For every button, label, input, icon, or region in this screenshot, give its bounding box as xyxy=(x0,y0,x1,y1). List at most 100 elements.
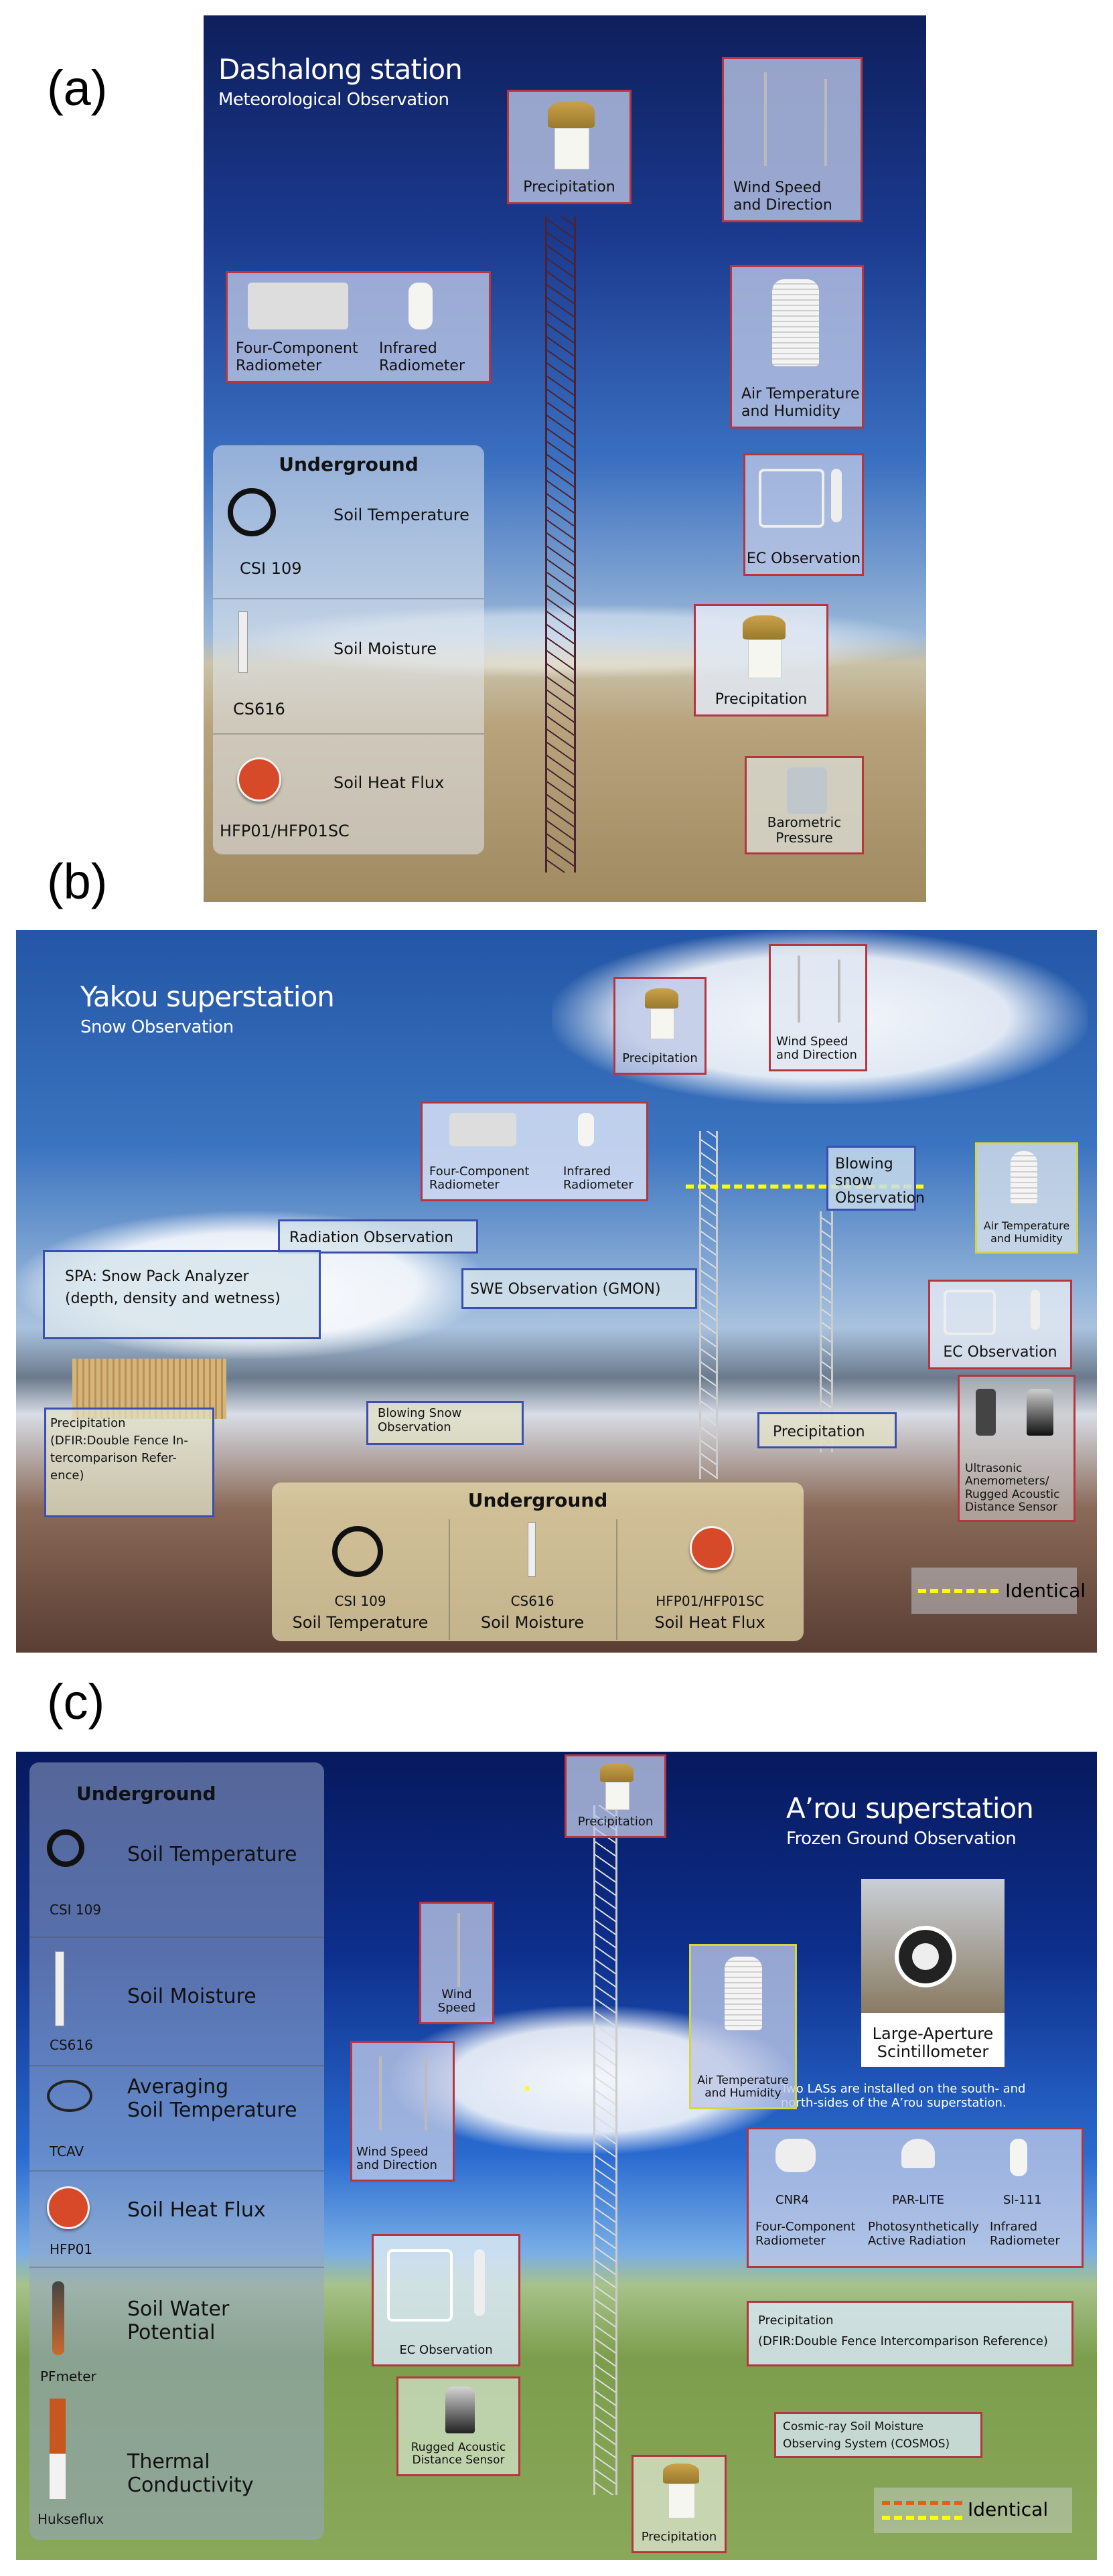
callout-label: SPA: Snow Pack Analyzer (depth, density … xyxy=(65,1268,281,1308)
label-line-3: tercomparison Refer- xyxy=(50,1451,177,1466)
item-model: HFP01/HFP01SC xyxy=(220,822,350,840)
note-line-2: north-sides of the A’rou superstation. xyxy=(781,2096,1007,2110)
panel-arou-superstation: A’rou superstation Frozen Ground Observa… xyxy=(16,1752,1097,2560)
label-line-2: Distance Sensor xyxy=(412,2453,505,2468)
sonic-anemometer-icon xyxy=(759,469,824,528)
callout-precipitation-right: Precipitation xyxy=(757,1412,897,1448)
item-label: Soil Heat Flux xyxy=(333,773,445,792)
callout-label: Precipitation xyxy=(715,690,808,708)
callout-radiometers: Four-Component Radiometer Infrared Radio… xyxy=(226,271,491,383)
label-line-1: Four-Component xyxy=(429,1164,530,1179)
label-line-2: and Direction xyxy=(733,196,832,214)
label-line-1: Cosmic-ray Soil Moisture xyxy=(783,2420,923,2433)
label-line-1: Air Temperature xyxy=(741,386,860,403)
cnr4-icon xyxy=(775,2139,816,2172)
item-model: CS616 xyxy=(50,2037,93,2053)
title-text: Yakou superstation xyxy=(80,980,335,1013)
underground-item: Soil Moisture CS616 xyxy=(213,599,484,735)
label-line-4: ence) xyxy=(50,1468,84,1483)
label-line-1: Air Temperature xyxy=(697,2073,789,2087)
callout-label: Precipitation xyxy=(641,2530,717,2545)
label-line-2: Observing System (COSMOS) xyxy=(783,2437,950,2451)
item-model: CSI 109 xyxy=(240,559,302,578)
item-model: CSI 109 xyxy=(334,1593,386,1609)
label-line-2: (DFIR:Double Fence In- xyxy=(50,1434,188,1448)
callout-label: Precipitation xyxy=(523,178,615,196)
scintillometer-icon xyxy=(895,1926,956,1987)
callout-label: EC Observation xyxy=(943,1343,1057,1361)
rain-gauge-icon xyxy=(743,615,786,639)
underground-item: HFP01/HFP01SC Soil Heat Flux xyxy=(616,1519,804,1640)
underground-panel: Underground Soil Temperature CSI 109 Soi… xyxy=(29,1762,324,2540)
underground-item: Soil Temperature CSI 109 xyxy=(213,485,484,599)
callout-precipitation-top: Precipitation xyxy=(507,90,632,204)
label-line-2: (depth, density and wetness) xyxy=(65,1290,281,1308)
item-label: Soil Temperature xyxy=(333,506,469,524)
radiometer-label: Four-Component Radiometer xyxy=(755,2220,855,2248)
legend-swatch-yellow-dashed xyxy=(882,2516,962,2520)
note-line-1: Two LASs are installed on the south- and xyxy=(781,2082,1026,2096)
thermal-probe-icon xyxy=(50,2399,66,2499)
underground-title: Underground xyxy=(279,453,419,475)
cable-sensor-icon xyxy=(228,488,276,536)
callout-precipitation-bottom: Precipitation xyxy=(694,604,828,716)
anemometer-icon xyxy=(838,960,842,1022)
label-line-2: (DFIR:Double Fence Intercomparison Refer… xyxy=(758,2334,1048,2348)
label-line-2: and Humidity xyxy=(704,2087,782,2101)
label-line-1: Large-Aperture xyxy=(872,2024,994,2043)
rain-gauge-body-icon xyxy=(605,1782,629,1810)
underground-item: Soil Moisture CS616 xyxy=(29,1938,324,2066)
wind-vane-icon xyxy=(764,72,768,166)
label-line-1: Photosynthetically xyxy=(868,2220,979,2234)
legend-label: Identical xyxy=(968,2498,1049,2520)
callout-label: Blowing Snow Observation xyxy=(378,1406,461,1434)
callout-precipitation-bottom: Precipitation xyxy=(632,2455,727,2553)
panel-label-a: (a) xyxy=(47,60,108,116)
callout-label: Wind Speed and Direction xyxy=(776,1035,865,1063)
label-line-2: Observation xyxy=(835,1189,925,1207)
label-line-1: Infrared xyxy=(990,2220,1037,2234)
radiometer-item: SI-111 Infrared Radiometer xyxy=(990,2139,1084,2266)
callout-air-temperature-humidity: Air Temperature and Humidity xyxy=(730,265,864,429)
callout-blowing-snow-upper: Blowing snow Observation xyxy=(826,1146,925,1211)
label-line-2: Conductivity xyxy=(127,2473,254,2497)
label-line-2: Radiometer xyxy=(236,357,321,374)
callout-label: Precipitation xyxy=(577,1815,654,1829)
rain-gauge-body-icon xyxy=(748,639,782,678)
callout-blowing-snow-lower: Blowing Snow Observation xyxy=(366,1401,524,1445)
callout-rugged-acoustic: Rugged Acoustic Distance Sensor xyxy=(396,2376,520,2476)
callout-precipitation-top: Precipitation xyxy=(613,977,707,1075)
infrared-radiometer-icon xyxy=(409,283,433,329)
callout-label: Wind Speed and Direction xyxy=(356,2145,453,2173)
acoustic-distance-sensor-icon xyxy=(445,2386,475,2433)
four-component-label: Four-Component Radiometer xyxy=(429,1164,530,1193)
rain-gauge-icon xyxy=(645,988,678,1008)
callout-spa: SPA: Snow Pack Analyzer (depth, density … xyxy=(43,1250,321,1339)
subtitle-text: Frozen Ground Observation xyxy=(786,1829,1017,1849)
label-line-1: SPA: Snow Pack Analyzer xyxy=(65,1268,249,1285)
label-line-2: Radiometer xyxy=(563,1178,634,1193)
item-model: PFmeter xyxy=(40,2368,96,2384)
label-line-1: Wind Speed xyxy=(356,2144,429,2159)
cable-sensor-icon xyxy=(47,1829,84,1867)
legend-swatch-yellow-dashed xyxy=(918,1589,998,1593)
callout-label: SWE Observation (GMON) xyxy=(470,1281,661,1298)
four-component-label: Four-Component Radiometer xyxy=(236,340,358,374)
legend: Identical xyxy=(911,1568,1086,1614)
label-line-2: Radiometer xyxy=(429,1178,500,1193)
radiometer-label: Infrared Radiometer xyxy=(990,2220,1060,2248)
underground-panel: Underground CSI 109 Soil Temperature CS6… xyxy=(272,1483,804,1641)
label-line-2: Radiometer xyxy=(379,357,465,374)
wind-vane-icon xyxy=(379,2056,383,2130)
label-line-1: Air Temperature xyxy=(983,1219,1070,1233)
station-title: Yakou superstation Snow Observation xyxy=(80,980,335,1037)
callout-label: Air Temperature and Humidity xyxy=(691,2074,795,2101)
legend-swatch-orange-dashed xyxy=(882,2501,962,2505)
label-line-2: and Direction xyxy=(356,2158,437,2173)
callout-swe-observation: SWE Observation (GMON) xyxy=(461,1268,697,1309)
callout-label: Large-Aperture Scintillometer xyxy=(861,2024,1005,2062)
label-line-1: Rugged Acoustic xyxy=(411,2440,506,2454)
legend: Identical xyxy=(874,2488,1072,2533)
acoustic-distance-sensor-icon xyxy=(1027,1389,1053,1436)
radiometer-model: SI-111 xyxy=(1003,2193,1042,2207)
